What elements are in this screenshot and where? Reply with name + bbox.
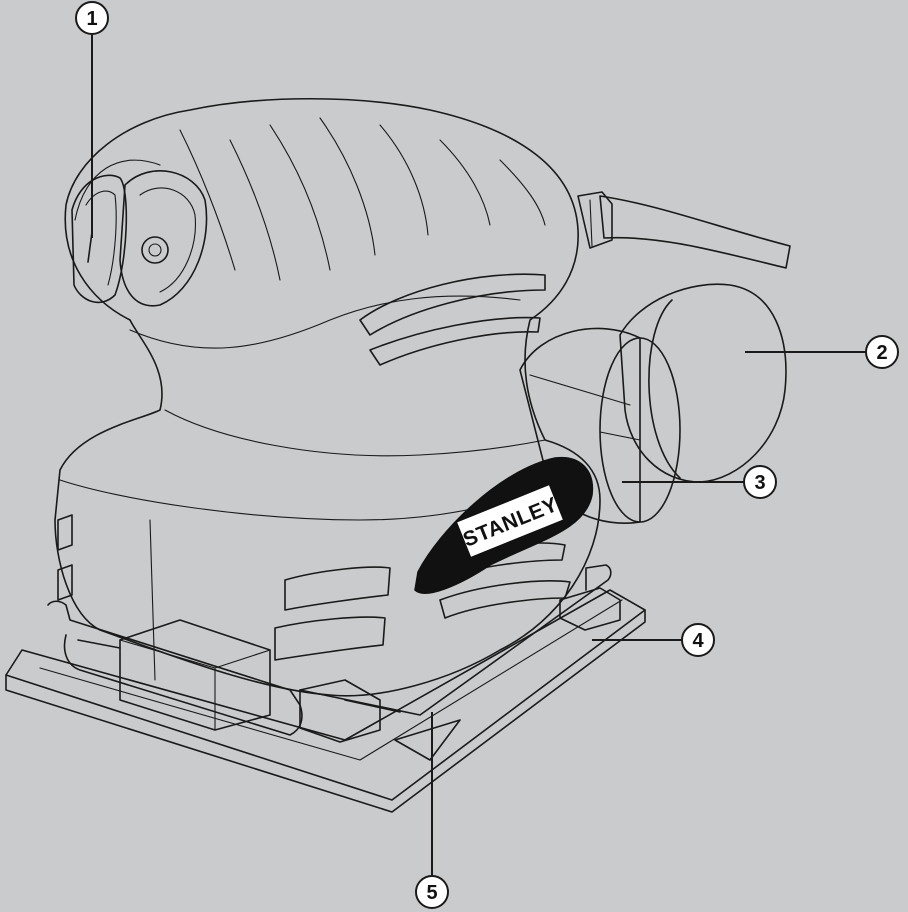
callout-5-label: 5 (426, 882, 437, 904)
sander-body (54, 97, 601, 697)
clamp-blocks (119, 587, 621, 743)
dust-bag (619, 283, 787, 483)
callout-2: 2 (745, 335, 899, 369)
callout-3-label: 3 (754, 472, 765, 494)
callout-4: 4 (592, 623, 715, 657)
callout-1: 1 (75, 1, 109, 238)
callout-4-label: 4 (692, 630, 704, 652)
sheet-clamp (47, 564, 612, 736)
base-plate (5, 589, 646, 813)
brand-panel: STANLEY (414, 456, 594, 594)
power-cord (577, 191, 791, 269)
callout-1-label: 1 (86, 8, 97, 30)
on-off-switch (71, 170, 208, 307)
callout-3: 3 (622, 465, 777, 499)
callout-2-label: 2 (876, 342, 887, 364)
callout-5: 5 (415, 712, 449, 909)
